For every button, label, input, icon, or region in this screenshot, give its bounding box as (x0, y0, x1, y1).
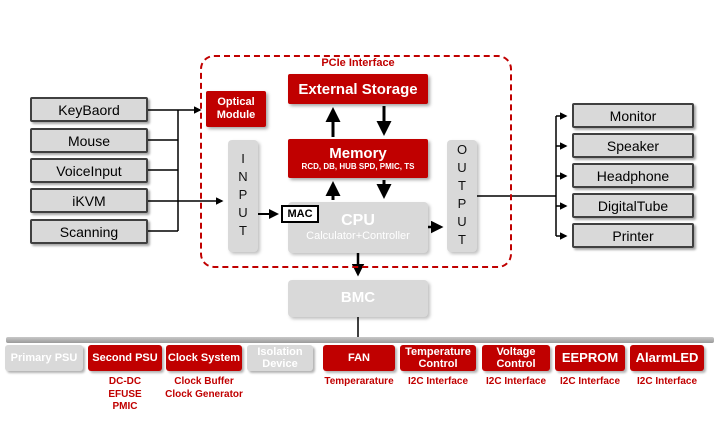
voltage-control-box: Voltage Control (482, 345, 550, 371)
eeprom-sub: I2C Interface (559, 376, 621, 387)
fan-box: FAN (323, 345, 395, 371)
input-label: INPUT (235, 151, 251, 241)
temperature-control-box: Temperature Control (400, 345, 476, 371)
alarm-led-box: AlarmLED (630, 345, 704, 371)
mouse-box: Mouse (30, 128, 148, 153)
second-psu-sub: DC-DC EFUSE PMIC (108, 376, 142, 412)
eeprom-box: EEPROM (555, 345, 625, 371)
temperature-control-sub: I2C Interface (407, 376, 469, 387)
isolation-device-box: Isolation Device (247, 345, 313, 371)
input-block: INPUT (228, 140, 258, 252)
clock-system-sub: Clock Buffer Clock Generator (165, 376, 243, 400)
scanning-box: Scanning (30, 219, 148, 244)
mac-box: MAC (281, 205, 319, 223)
monitor-box: Monitor (572, 103, 694, 128)
speaker-box: Speaker (572, 133, 694, 158)
printer-box: Printer (572, 223, 694, 248)
ikvm-box: iKVM (30, 188, 148, 213)
second-psu-box: Second PSU (88, 345, 162, 371)
optical-module-box: Optical Module (206, 91, 266, 127)
digital-tube-box: DigitalTube (572, 193, 694, 218)
cpu-subtitle: Calculator+Controller (306, 229, 410, 242)
cpu-title: CPU (341, 212, 375, 230)
voltage-control-sub: I2C Interface (485, 376, 547, 387)
memory-title: Memory (329, 145, 387, 163)
output-label: OUTPUT (454, 142, 470, 250)
memory-subtitle: RCD, DB, HUB SPD, PMIC, TS (301, 162, 415, 172)
output-block: OUTPUT (447, 140, 477, 252)
external-storage-box: External Storage (288, 74, 428, 104)
memory-box: Memory RCD, DB, HUB SPD, PMIC, TS (288, 139, 428, 178)
alarm-led-sub: I2C Interface (636, 376, 698, 387)
bmc-box: BMC (288, 280, 428, 317)
clock-system-box: Clock System (166, 345, 242, 371)
primary-psu-box: Primary PSU (5, 345, 83, 371)
voice-input-box: VoiceInput (30, 158, 148, 183)
bottom-bus-bar (6, 337, 714, 343)
bmc-label: BMC (340, 289, 376, 307)
fan-sub: Temperarature (324, 376, 394, 387)
pcie-interface-label: PCIe Interface (321, 57, 395, 69)
headphone-box: Headphone (572, 163, 694, 188)
keyboard-box: KeyBaord (30, 97, 148, 122)
